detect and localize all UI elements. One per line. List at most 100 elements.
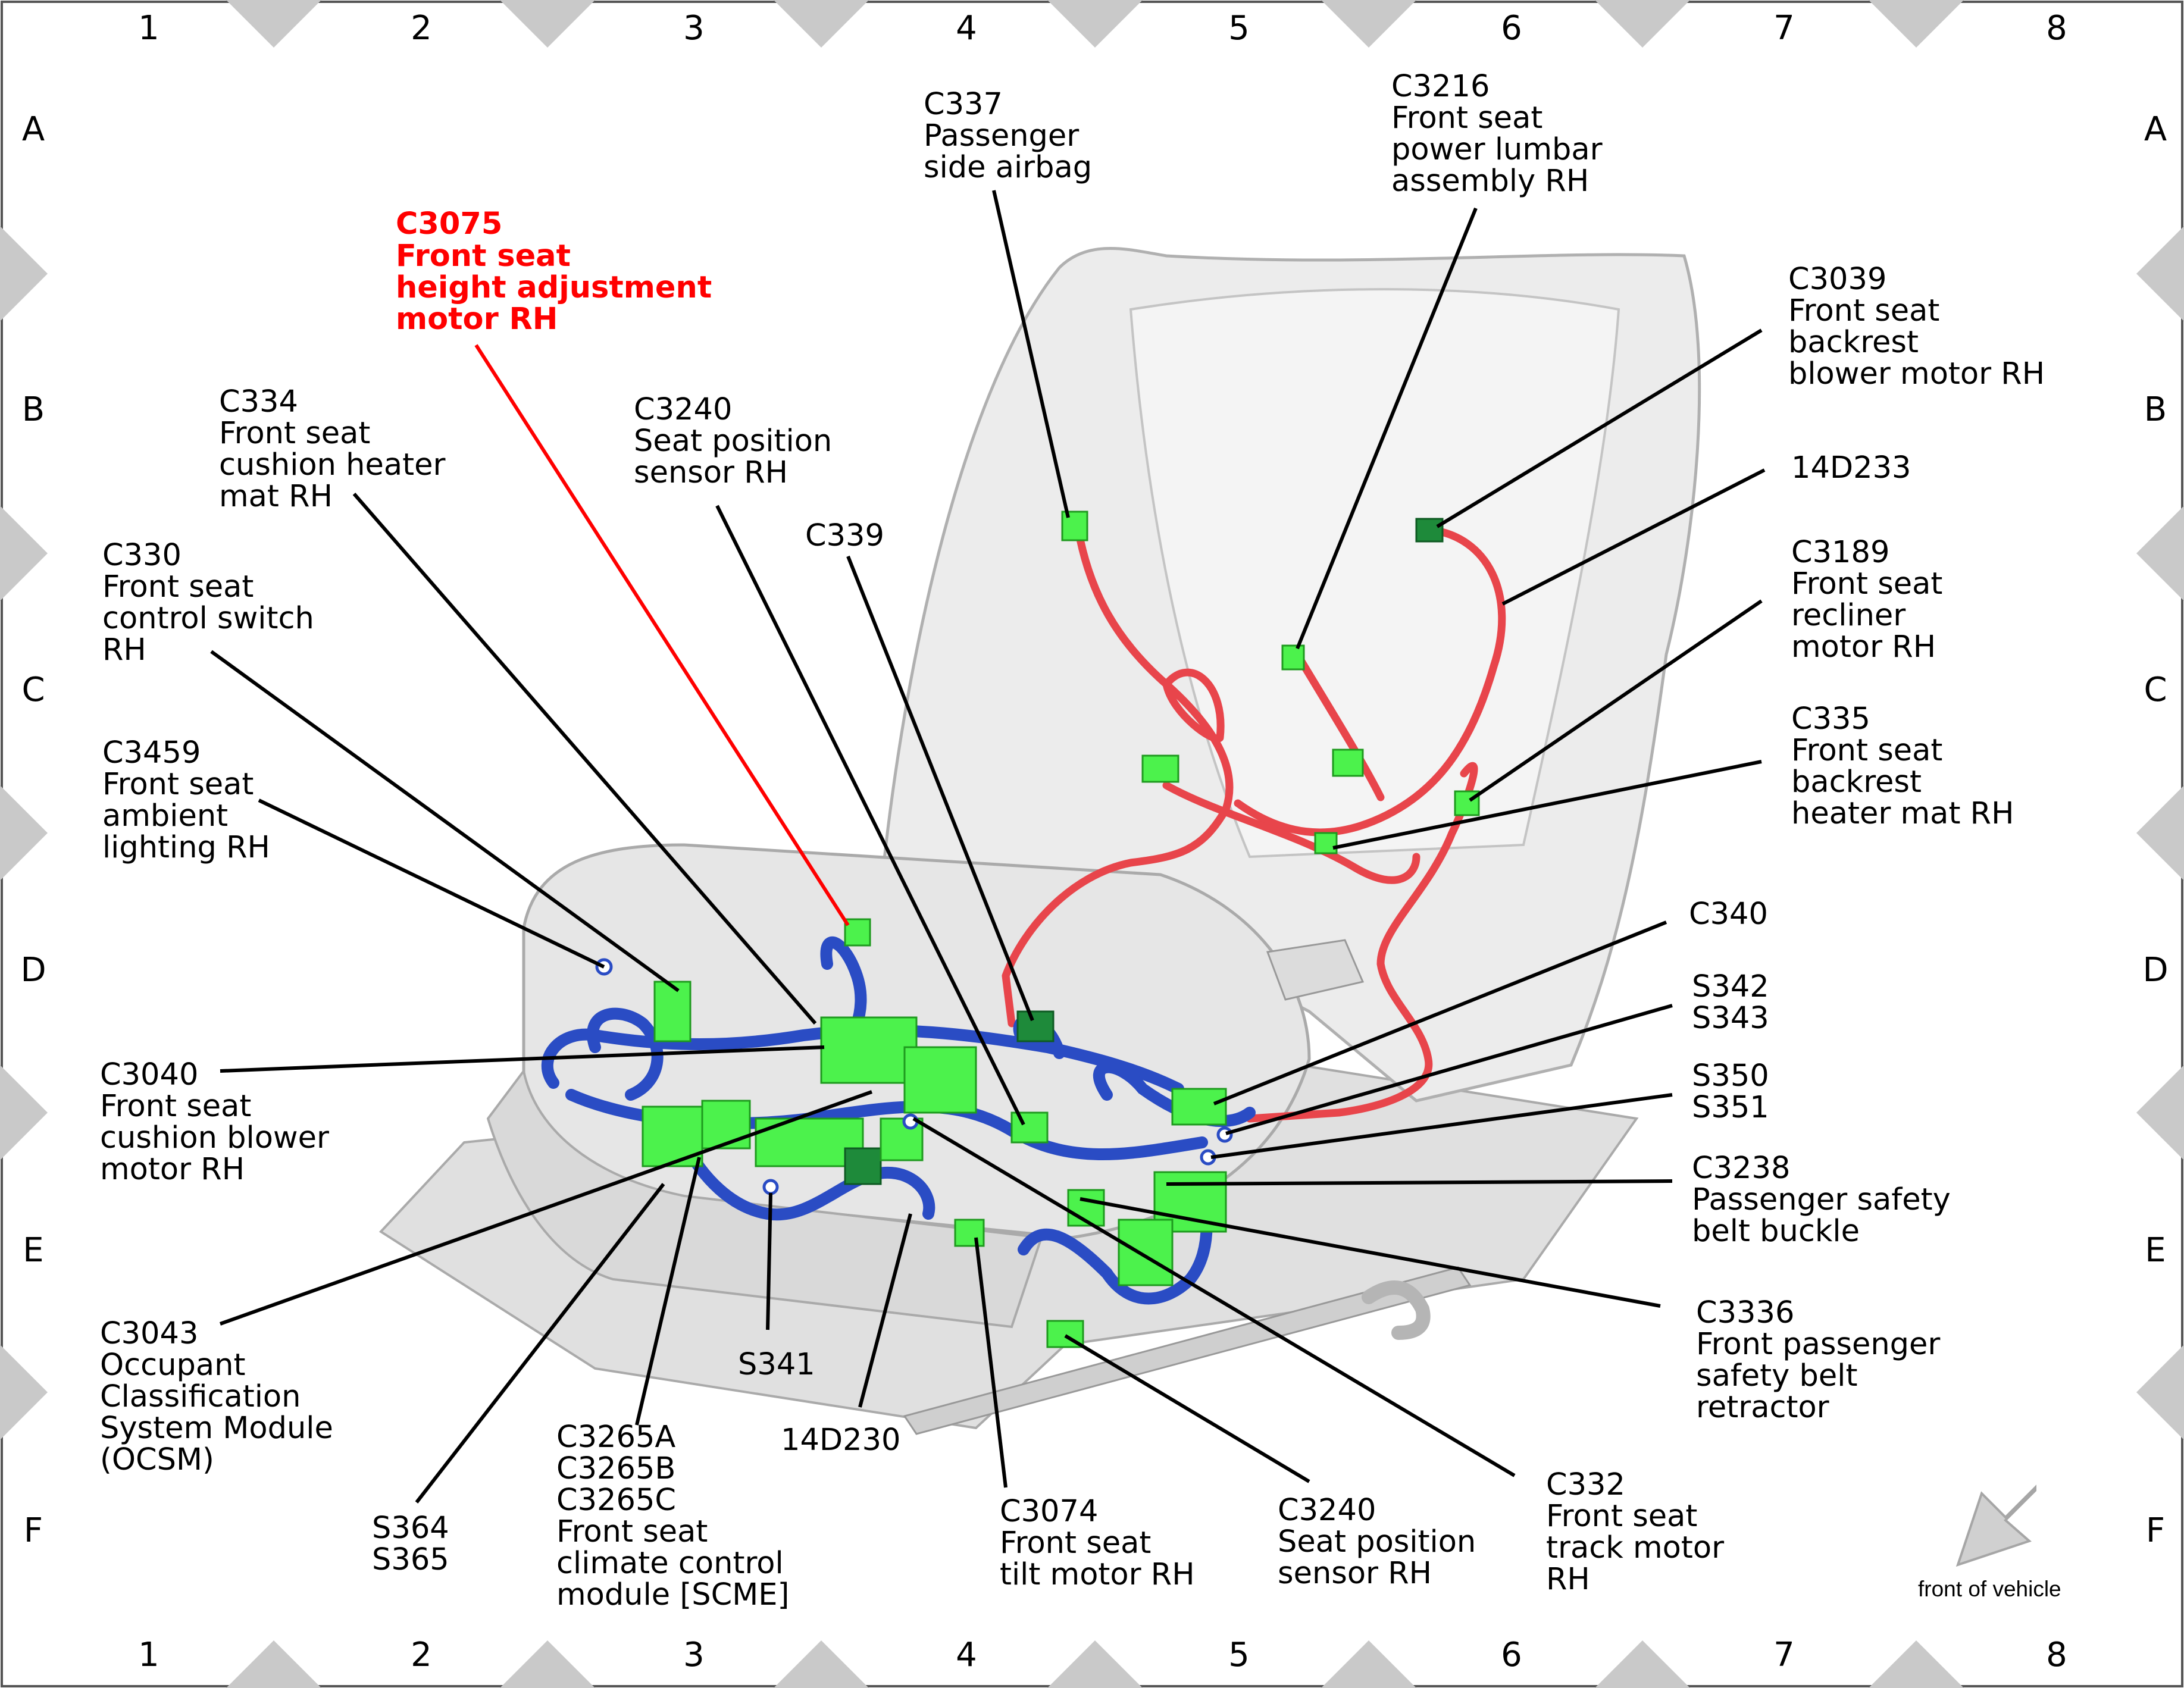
leader-c334 (352, 493, 817, 1025)
leader-c3189 (1469, 599, 1763, 802)
grid-col-1-bottom: 1 (138, 1636, 159, 1674)
seat-rail (903, 1266, 1472, 1435)
grid-col-6-bottom: 6 (1501, 1636, 1522, 1674)
connector-scme-2 (701, 1100, 751, 1150)
label-14d233: 14D233 (1791, 450, 1911, 486)
label-c339: C339 (805, 518, 884, 553)
grid-row-c: C (21, 671, 45, 709)
grid-row-c-right: C (2144, 671, 2167, 709)
grid-column-labels-bottom: 1 2 3 4 5 6 7 8 (138, 1636, 2067, 1674)
leader-c3074 (974, 1237, 1007, 1488)
seat-front-hook (1362, 1280, 1431, 1340)
grid-row-f-right: F (2146, 1511, 2165, 1550)
label-s341: S341 (738, 1347, 815, 1382)
grid-col-3-bottom: 3 (683, 1636, 705, 1674)
connector-c330 (653, 981, 692, 1042)
connector-c3216 (1281, 644, 1305, 671)
leader-c3043 (219, 1090, 873, 1326)
leader-c3240a (715, 505, 1025, 1126)
grid-col-7: 7 (1773, 9, 1795, 48)
leader-c340 (1213, 920, 1667, 1106)
connector-c3040 (820, 1016, 918, 1084)
grid-col-4: 4 (956, 9, 977, 48)
grid-col-5-bottom: 5 (1228, 1636, 1250, 1674)
leader-c3039 (1436, 328, 1763, 528)
leader-c3265 (635, 1157, 701, 1426)
label-14d230: 14D230 (781, 1423, 901, 1458)
grid-col-5: 5 (1228, 9, 1250, 48)
grid-row-d: D (20, 951, 46, 989)
connector-backrest-mid (1332, 749, 1364, 777)
leader-c3336 (1080, 1197, 1661, 1308)
leader-c335 (1332, 760, 1762, 850)
grid-row-a: A (22, 110, 45, 149)
red-wiring-harness (1002, 519, 1506, 1123)
grid-row-a-right: A (2144, 110, 2167, 149)
connector-c335 (1314, 832, 1338, 854)
connector-c3039 (1415, 518, 1444, 543)
grid-row-b-right: B (2144, 390, 2167, 429)
connector-c339 (1016, 1010, 1055, 1042)
splice-s342 (1216, 1126, 1233, 1143)
grid-row-d-right: D (2142, 951, 2168, 989)
grid-col-8: 8 (2046, 9, 2067, 48)
seat-backrest-panel (1129, 288, 1620, 859)
grid-col-2-bottom: 2 (411, 1636, 432, 1674)
connector-c340 (1171, 1088, 1227, 1126)
leader-14d230 (858, 1213, 912, 1408)
leader-c337 (992, 190, 1070, 518)
leader-c3040 (220, 1045, 825, 1073)
grid-row-f: F (24, 1511, 43, 1550)
grid-col-2: 2 (411, 9, 432, 48)
connector-c3074 (954, 1219, 985, 1247)
grid-column-labels-top: 1 2 3 4 5 6 7 8 (138, 9, 2067, 48)
connector-blower-body (903, 1046, 977, 1114)
leader-c330 (210, 650, 680, 992)
leader-s364 (415, 1183, 665, 1504)
grid-col-4-bottom: 4 (956, 1636, 977, 1674)
seat-belt-buckle-shape (1266, 939, 1365, 1001)
grid-col-6: 6 (1501, 9, 1522, 48)
leader-c3238 (1166, 1179, 1673, 1186)
connector-c3336 (1118, 1219, 1174, 1286)
front-of-vehicle-label: front of vehicle (1918, 1577, 2061, 1601)
grid-col-8-bottom: 8 (2046, 1636, 2067, 1674)
connector-ocsm-2 (844, 1147, 882, 1185)
grid-row-labels-left: A B C D E F (20, 110, 46, 1550)
grid-row-e: E (23, 1231, 43, 1270)
splice-s341 (762, 1179, 779, 1195)
leader-c3216 (1296, 207, 1478, 650)
leader-s350 (1210, 1093, 1673, 1159)
connector-backrest-left (1141, 754, 1179, 783)
leader-14d233 (1501, 468, 1766, 606)
leader-c3459 (258, 798, 605, 969)
label-c340: C340 (1689, 897, 1768, 932)
grid-row-e-right: E (2145, 1231, 2166, 1270)
leader-s342 (1225, 1004, 1673, 1135)
leader-c339 (846, 555, 1034, 1022)
leader-c3240b (1064, 1334, 1310, 1483)
grid-col-1: 1 (138, 9, 159, 48)
leader-c3075 (474, 344, 850, 926)
direction-arrow-icon (1955, 1485, 2036, 1567)
